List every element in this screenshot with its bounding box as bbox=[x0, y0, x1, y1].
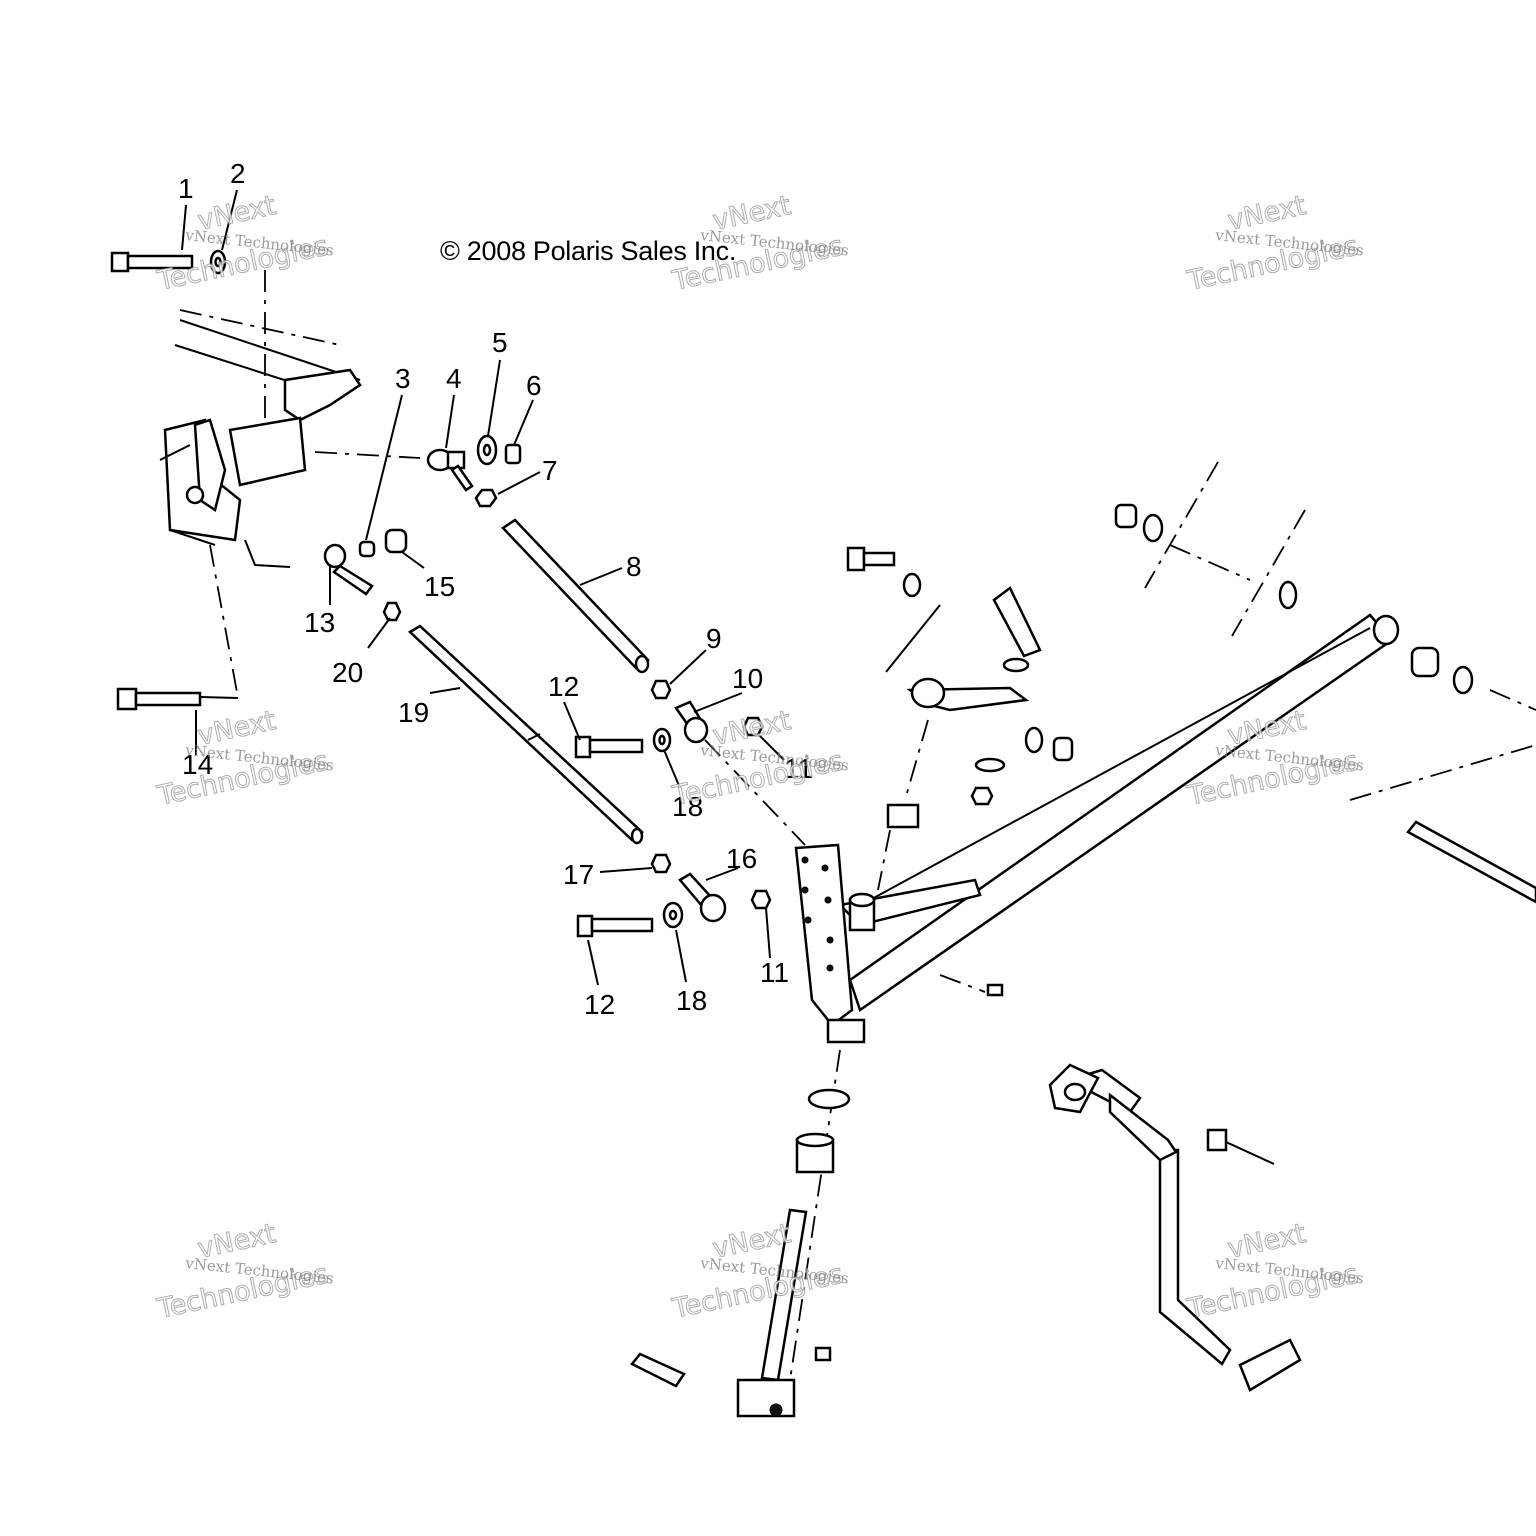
callout-13: 13 bbox=[304, 607, 335, 638]
bolt-part-12-upper bbox=[574, 735, 644, 759]
watermark-top-left: vNext Technologies vNext Technologies bbox=[154, 190, 335, 298]
nut-part-6 bbox=[504, 443, 522, 465]
rod-end-part-4 bbox=[426, 448, 474, 492]
tube bbox=[1406, 820, 1536, 904]
callout-16: 16 bbox=[726, 843, 757, 874]
tie-rod-end-right bbox=[992, 586, 1042, 673]
nut-part-7 bbox=[474, 488, 498, 508]
callout-6: 6 bbox=[526, 370, 542, 401]
rod-end-part-10 bbox=[674, 700, 709, 744]
rod-end-part-13 bbox=[323, 543, 374, 596]
callout-2: 2 bbox=[230, 158, 246, 189]
pin-lower-right bbox=[1206, 1128, 1275, 1165]
callout-14: 14 bbox=[182, 749, 213, 780]
ring-part bbox=[807, 1088, 851, 1110]
nut-part-11-lower bbox=[750, 889, 772, 910]
tube-part-8 bbox=[501, 518, 650, 674]
nut bbox=[1114, 503, 1138, 529]
ring bbox=[1452, 665, 1474, 695]
rod-part-19 bbox=[407, 624, 644, 845]
washer-part-18-upper bbox=[652, 727, 672, 753]
nut-part-20 bbox=[382, 601, 402, 622]
bolt-part-14 bbox=[116, 687, 202, 711]
callout-11-lower: 11 bbox=[760, 957, 789, 988]
assembly-line bbox=[1144, 461, 1219, 589]
bushing-part bbox=[795, 1132, 835, 1174]
watermark-bottom-right: vNext Technologies vNext Technologies bbox=[1184, 1218, 1365, 1326]
assembly-line bbox=[1231, 509, 1306, 637]
washer bbox=[974, 757, 1006, 773]
washer bbox=[1142, 513, 1164, 543]
callout-5: 5 bbox=[492, 327, 508, 358]
rod-end-part-16 bbox=[678, 872, 727, 923]
leader-lines bbox=[181, 189, 785, 986]
washer-part-5 bbox=[476, 434, 498, 466]
bolt-part-1 bbox=[110, 251, 194, 273]
washer-part-2 bbox=[209, 249, 227, 275]
bushing-part-3 bbox=[358, 540, 376, 558]
bolt-upper-right bbox=[846, 546, 896, 572]
callout-4: 4 bbox=[446, 363, 462, 394]
callout-12-upper: 12 bbox=[548, 671, 579, 702]
nut-part-11-upper bbox=[742, 716, 764, 737]
washer bbox=[1024, 726, 1044, 754]
washer bbox=[1278, 580, 1298, 610]
pin-part bbox=[630, 1352, 686, 1388]
callout-labels: 1 2 3 4 5 6 7 8 9 10 11 11 12 12 13 14 1… bbox=[178, 158, 813, 1020]
assembly-line bbox=[904, 719, 929, 801]
assembly-line bbox=[1489, 689, 1536, 711]
watermark-bottom-left: vNext Technologies vNext Technologies bbox=[154, 1218, 335, 1326]
assembly-line bbox=[704, 739, 806, 846]
callout-18-upper: 18 bbox=[672, 791, 703, 822]
assembly-line bbox=[1349, 744, 1536, 801]
callout-8: 8 bbox=[626, 551, 642, 582]
callout-10: 10 bbox=[732, 663, 763, 694]
washer-part-18-lower bbox=[662, 901, 684, 929]
bushing bbox=[1410, 646, 1440, 678]
callout-20: 20 bbox=[332, 657, 363, 688]
sway-bar bbox=[1064, 1068, 1302, 1392]
callout-3: 3 bbox=[395, 363, 411, 394]
spacer-part-15 bbox=[384, 528, 408, 554]
nut-part-17 bbox=[650, 853, 672, 874]
grease-fitting bbox=[814, 1346, 832, 1362]
assembly-line bbox=[877, 829, 891, 891]
grease-fitting bbox=[986, 983, 1004, 997]
steering-arm bbox=[885, 604, 1030, 712]
callout-17: 17 bbox=[563, 859, 594, 890]
callout-11-upper: 11 bbox=[784, 753, 813, 784]
nut bbox=[1052, 736, 1074, 762]
kingpin-shaft bbox=[736, 1208, 808, 1418]
callout-12-lower: 12 bbox=[584, 989, 615, 1020]
frame-bracket bbox=[159, 309, 362, 546]
spindle-upright bbox=[794, 843, 876, 1044]
callout-15: 15 bbox=[424, 571, 455, 602]
callout-7: 7 bbox=[542, 455, 558, 486]
nut bbox=[970, 786, 994, 806]
bolt-part-12-lower bbox=[576, 914, 654, 938]
callout-1: 1 bbox=[178, 173, 194, 204]
assembly-line bbox=[244, 539, 291, 568]
watermark-bottom-center: vNext Technologies vNext Technologies bbox=[669, 1218, 850, 1326]
nut-part-9 bbox=[650, 679, 672, 700]
assembly-line bbox=[314, 451, 421, 459]
assembly-line bbox=[939, 974, 986, 993]
assembly-line bbox=[1169, 544, 1251, 581]
callout-19: 19 bbox=[398, 697, 429, 728]
callout-18-lower: 18 bbox=[676, 985, 707, 1016]
callout-9: 9 bbox=[706, 623, 722, 654]
washer bbox=[902, 572, 922, 598]
a-arm bbox=[837, 613, 1400, 1012]
bracket-lower-right bbox=[1048, 1063, 1100, 1114]
copyright-notice: © 2008 Polaris Sales Inc. bbox=[440, 236, 737, 266]
assembly-line bbox=[209, 544, 239, 699]
assembly-line bbox=[199, 696, 239, 699]
bushing bbox=[886, 803, 920, 829]
watermark-top-right: vNext Technologies vNext Technologies bbox=[1184, 190, 1365, 298]
